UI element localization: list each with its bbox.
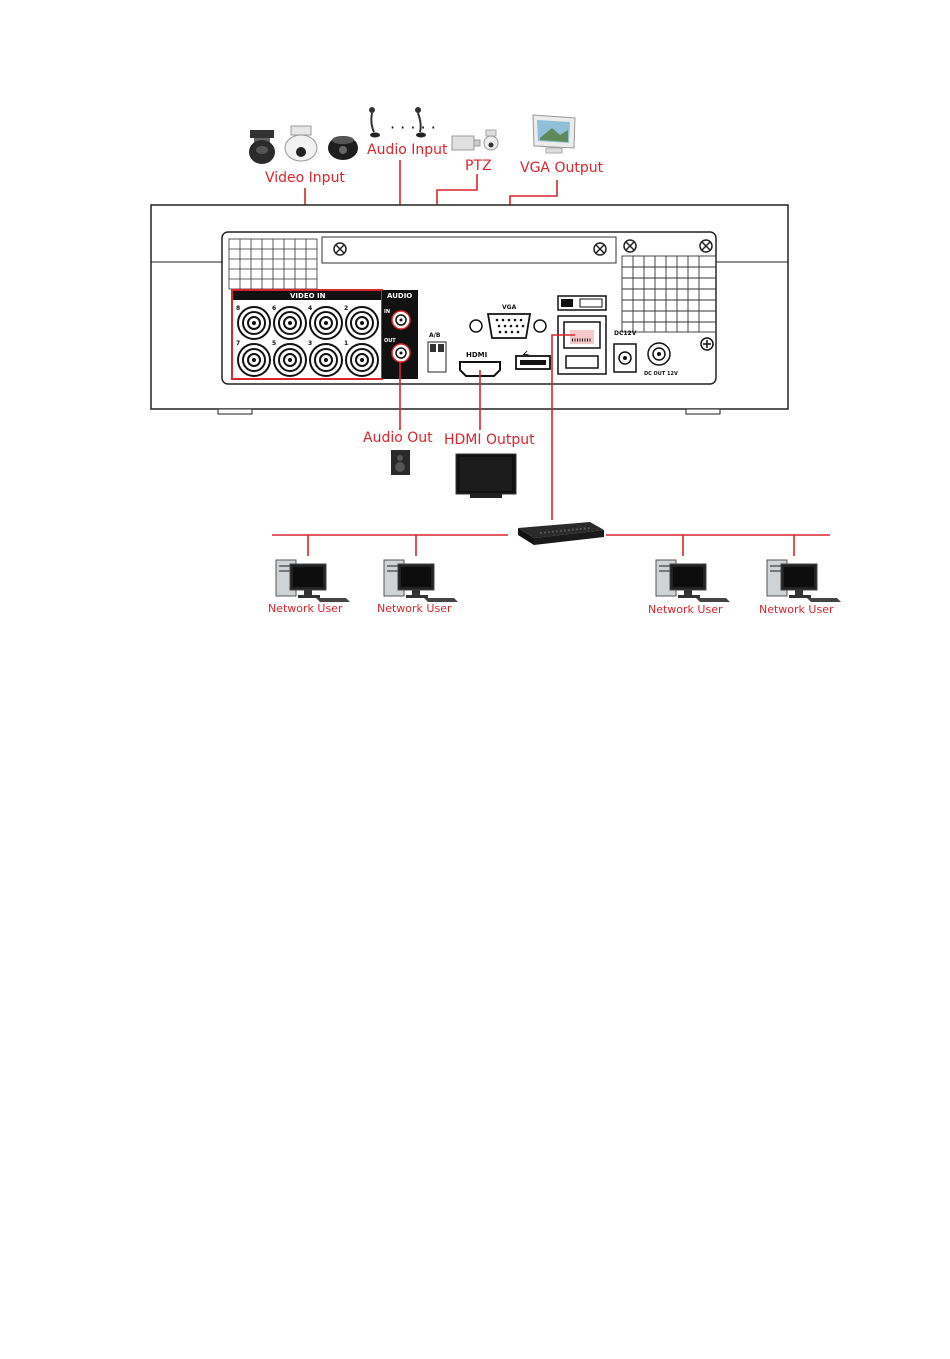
computer-icon (276, 560, 350, 602)
dome-camera-icon (328, 136, 358, 160)
screw-icon (334, 243, 346, 255)
speed-dome-camera-icon (249, 130, 275, 164)
svg-text:· · · · ·: · · · · · (390, 118, 436, 137)
hdmi-label: HDMI (466, 351, 487, 359)
network-user-label: Network User (268, 602, 343, 615)
audio-out-label: OUT (384, 338, 396, 344)
speaker-icon (391, 450, 410, 475)
computer-icon (384, 560, 458, 602)
audio-label: AUDIO (387, 292, 412, 300)
microphone-icons: · · · · · (369, 107, 436, 138)
screw-icon (624, 240, 636, 252)
monitor-icon (533, 115, 575, 153)
network-user-label: Network User (377, 602, 452, 615)
video-cameras (249, 126, 358, 164)
channel-label: 2 (344, 305, 348, 312)
network-user-label: Network User (759, 603, 834, 616)
ptz-dome-camera-icon (285, 126, 317, 161)
bnc-connector (346, 344, 378, 376)
audio-in-label: IN (384, 309, 390, 315)
audio-input-label: Audio Input (367, 142, 448, 158)
network-user-2: Network User (377, 560, 458, 615)
channel-label: 4 (308, 305, 312, 312)
ptz-label: PTZ (465, 158, 492, 174)
dc-out-label: DC OUT 12V (644, 371, 678, 377)
channel-label: 3 (308, 340, 312, 347)
ptz-camera-icon (452, 130, 498, 150)
hdmi-output-label: HDMI Output (444, 432, 535, 448)
screw-icon (594, 243, 606, 255)
computer-icon (767, 560, 841, 602)
network-user-4: Network User (759, 560, 841, 616)
bnc-connector (346, 307, 378, 339)
audio-out-label: Audio Out (363, 430, 433, 446)
computer-icon (656, 560, 730, 602)
channel-label: 1 (344, 340, 348, 347)
tv-icon (456, 454, 516, 498)
network-user-1: Network User (268, 560, 350, 615)
dc12v-label: DC12V (614, 330, 637, 337)
bnc-connector (274, 307, 306, 339)
network-switch-icon (518, 522, 604, 545)
channel-label: 5 (272, 340, 276, 347)
ground-terminal-icon (701, 338, 713, 350)
ab-label: A/B (429, 332, 441, 339)
bnc-connector (274, 344, 306, 376)
video-in-block: VIDEO IN 8 6 4 2 7 5 3 1 (232, 290, 382, 379)
channel-label: 7 (236, 340, 240, 347)
microphone-icon (369, 107, 380, 138)
network-user-3: Network User (648, 560, 730, 616)
bnc-connector (310, 344, 342, 376)
channel-label: 8 (236, 305, 240, 312)
dc12v-input: DC12V (614, 330, 637, 372)
video-in-label: VIDEO IN (290, 292, 326, 300)
bnc-connector (238, 344, 270, 376)
screw-icon (700, 240, 712, 252)
vga-label: VGA (502, 304, 517, 311)
channel-label: 6 (272, 305, 276, 312)
vga-output-label: VGA Output (520, 160, 604, 176)
bnc-connector (310, 307, 342, 339)
bnc-connector (238, 307, 270, 339)
network-user-label: Network User (648, 603, 723, 616)
dvr-chassis: VIDEO IN 8 6 4 2 7 5 3 1 AUDIO IN OUT (151, 205, 788, 414)
video-input-label: Video Input (265, 170, 345, 186)
